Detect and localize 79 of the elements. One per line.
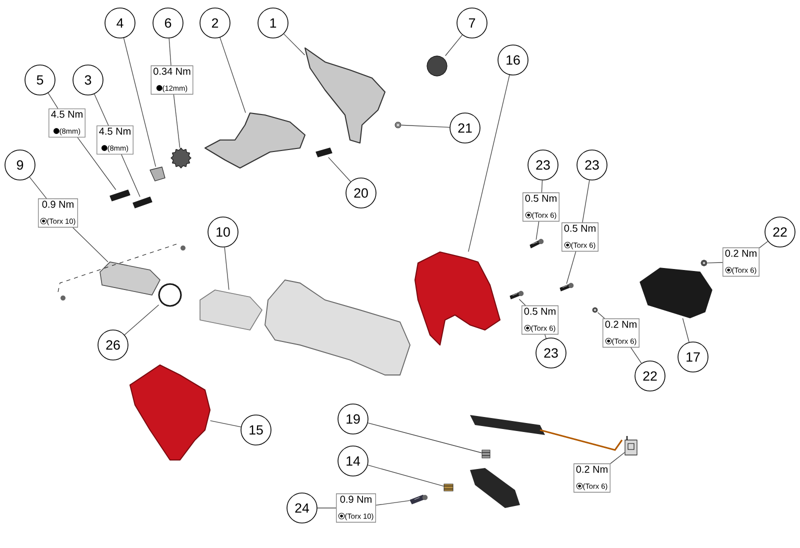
callout-number: 14 — [338, 446, 368, 476]
leader-line — [630, 347, 642, 364]
callout-number: 10 — [208, 216, 238, 248]
knob-drawing — [426, 56, 448, 76]
callout-number: 6 — [152, 8, 184, 38]
ring-drawing — [158, 283, 182, 307]
bolt-drawing — [110, 190, 130, 202]
leader-line — [328, 156, 351, 182]
sleeve-drawing — [200, 290, 262, 330]
leader-line — [124, 304, 160, 336]
leader-line — [566, 251, 576, 284]
callout-number: 5 — [24, 64, 56, 96]
leader-line — [210, 420, 242, 428]
callout-number: 24 — [286, 492, 318, 524]
cap-drawing — [640, 268, 712, 318]
leader-line — [173, 94, 180, 148]
pin-drawing — [482, 450, 490, 458]
gear-drawing — [170, 148, 192, 168]
callout-number: 23 — [576, 150, 608, 180]
leader-line — [121, 154, 140, 198]
nut-drawing — [700, 260, 708, 266]
leader-line — [29, 176, 47, 199]
leader-line — [610, 452, 626, 464]
callout-number: 15 — [240, 414, 272, 446]
callout-number: 26 — [98, 330, 128, 360]
bolt-drawing — [316, 148, 332, 158]
leader-line — [759, 241, 768, 248]
callout-number: 17 — [678, 342, 708, 372]
leader-line — [376, 500, 410, 506]
housing-drawing — [414, 251, 501, 346]
pin-drawing — [444, 484, 454, 492]
leader-line — [48, 92, 58, 109]
leader-line — [541, 180, 543, 193]
leader-line — [682, 318, 690, 342]
leader-line — [368, 422, 482, 454]
callout-number: 3 — [72, 64, 104, 96]
leader-line — [536, 221, 540, 240]
screw-drawing — [410, 494, 428, 504]
callout-number: 22 — [634, 360, 666, 392]
leader-line — [123, 38, 156, 168]
callout-number: 4 — [104, 8, 136, 38]
leader-line — [368, 464, 444, 486]
callout-number: 23 — [536, 338, 566, 368]
leader-line — [224, 246, 230, 290]
connector-drawing — [624, 436, 638, 456]
callout-number: 20 — [346, 178, 376, 208]
screw-drawing — [530, 238, 544, 248]
callout-number: 7 — [456, 8, 488, 38]
leader-line — [72, 227, 108, 262]
blade-drawing — [204, 112, 306, 169]
leader-line — [582, 180, 590, 223]
nut-drawing — [592, 307, 598, 313]
nut-drawing — [394, 122, 402, 128]
callout-number: 16 — [498, 44, 528, 76]
leader-line — [597, 312, 605, 319]
leader-line — [706, 262, 723, 264]
bolt-drawing — [132, 196, 152, 208]
callout-number: 22 — [764, 216, 796, 248]
callout-number: 23 — [528, 150, 558, 180]
leader-line — [544, 334, 546, 339]
leader-line — [445, 34, 463, 56]
callout-number: 19 — [338, 404, 368, 434]
leader-line — [518, 298, 526, 306]
leader-line — [77, 137, 116, 190]
handle-drawing — [129, 364, 211, 461]
leader-line — [284, 34, 306, 56]
callout-number: 21 — [450, 112, 480, 144]
leader-line — [94, 94, 109, 126]
callout-number: 2 — [200, 8, 230, 38]
screw-drawing — [560, 282, 574, 292]
callout-number: 9 — [4, 150, 36, 180]
blade-drawing — [304, 47, 386, 144]
leader-line — [468, 74, 510, 252]
callout-number: 1 — [258, 8, 288, 38]
screw-drawing — [510, 290, 524, 300]
leader-line — [220, 37, 246, 114]
plate-drawing — [150, 166, 166, 182]
leader-line — [168, 38, 172, 66]
leader-line — [400, 124, 450, 128]
